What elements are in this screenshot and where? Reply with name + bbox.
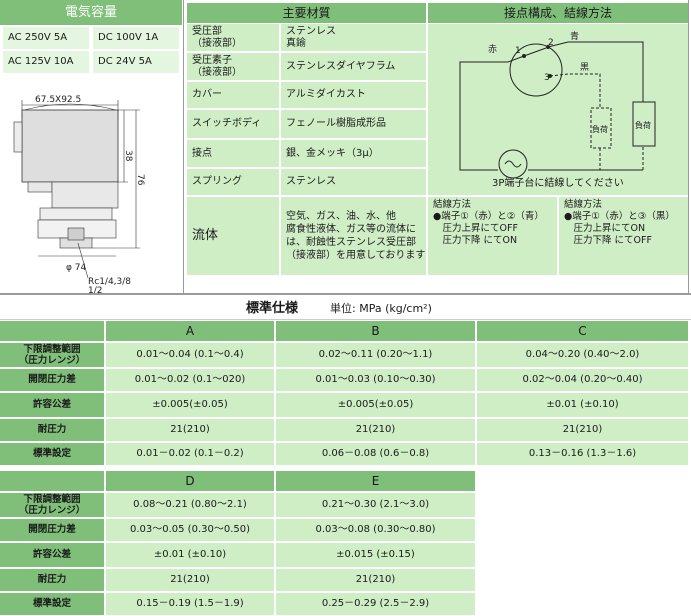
- wiring-diagram: 1 2 3 赤 青 黒 負荷 負荷: [459, 30, 656, 179]
- material-value-4: 銀、金メッキ（3μ）: [281, 140, 426, 167]
- wiring-diagram-panel: [428, 24, 688, 195]
- wiring-header: [428, 3, 688, 23]
- table2-corner: [0, 471, 104, 491]
- table2-cell: 0.03～0.08 (0.30～0.80): [276, 519, 475, 541]
- table1-row-label-0: 下限調整範囲 （圧力レンジ）: [0, 343, 104, 367]
- wire-red-label: 赤: [488, 44, 497, 55]
- electric-capacity-title: 電気容量: [64, 4, 117, 20]
- wire-blue-label: 青: [570, 30, 579, 42]
- spec-title: 標準仕様: [246, 300, 299, 316]
- terminal-1-number: 1: [515, 46, 521, 56]
- table1-cell: 0.13－0.16 (1.3－1.6): [477, 443, 688, 465]
- wiring-method-2: 結線方法 ●端子①（赤）と③（黒） 圧力上昇にてON 圧力下降 にてOFF: [559, 197, 688, 275]
- terminal-3-number: 3: [544, 73, 550, 83]
- table2-cell: 21(210): [276, 569, 475, 591]
- material-value-0: ステンレス 真鍮: [281, 24, 426, 51]
- dimension-phi: φ 74: [66, 263, 87, 273]
- wiring-title: 接点構成、結線方法: [503, 6, 612, 20]
- spec-unit: 単位: MPa (kg/cm²): [330, 301, 432, 315]
- table2-row-label-0: 下限調整範囲 （圧力レンジ）: [0, 493, 104, 517]
- table1-cell: ±0.005(±0.05): [276, 393, 475, 417]
- table2-cell: 0.21～0.30 (2.1～3.0): [276, 493, 475, 517]
- table1-cell: 0.02～0.04 (0.20～0.40): [477, 369, 688, 391]
- load-dashed-label: 負荷: [592, 124, 608, 134]
- wire-black-label: 黒: [580, 62, 589, 73]
- table1-cell: 0.04～0.20 (0.40～2.0): [477, 343, 688, 367]
- table2-cell: ±0.01 (±0.10): [106, 543, 274, 567]
- divider-left: [183, 0, 184, 293]
- material-label-3: スイッチボディ: [187, 110, 279, 138]
- material-label-2: カバー: [187, 82, 279, 108]
- table2-cell: 0.08～0.21 (0.80～2.1): [106, 493, 274, 517]
- table1-cell: 0.01－0.02 (0.1－0.2): [106, 443, 274, 465]
- material-label-4: 接点: [187, 140, 279, 167]
- dimension-76: 76: [135, 174, 145, 186]
- dimension-38: 38: [123, 150, 133, 162]
- table1-row-label-3: 耐圧力: [0, 419, 104, 441]
- materials-header: [187, 3, 426, 23]
- table1-cell: 0.01～0.03 (0.10～0.30): [276, 369, 475, 391]
- dimension-drawing: 67.5X92.5 38 76 φ 74 Rc1/4,3/8: [13, 95, 145, 287]
- spec-title-bar: [0, 297, 691, 320]
- table2-cell: ±0.015 (±0.15): [276, 543, 475, 567]
- table2-cell: 21(210): [106, 569, 274, 591]
- wiring-note: 3P端子台に結線してください: [492, 178, 624, 189]
- table1-cell: 21(210): [477, 419, 688, 441]
- table1-row-label-1: 開閉圧力差: [0, 369, 104, 391]
- load-solid-label: 負荷: [635, 120, 651, 130]
- terminal-2-number: 2: [548, 38, 554, 48]
- table2-cell: 0.03～0.05 (0.30～0.50): [106, 519, 274, 541]
- divider-right: [688, 0, 689, 293]
- table1-header-b: B: [276, 321, 475, 341]
- table2-row-label-2: 許容公差: [0, 543, 104, 567]
- table1-row-label-2: 許容公差: [0, 393, 104, 417]
- table2-cell: 0.15－0.19 (1.5－1.9): [106, 593, 274, 615]
- divider-middle: [0, 293, 691, 295]
- material-value-1: ステンレスダイヤフラム: [281, 53, 426, 80]
- table1-corner: [0, 321, 104, 341]
- fluid-value: 空気、ガス、油、水、他 腐食性液体、ガス等の流体に は、耐蝕性ステンレス受圧部 …: [281, 197, 426, 275]
- table2-row-label-3: 耐圧力: [0, 569, 104, 591]
- thread-label-2: 1/2: [88, 286, 103, 296]
- material-value-5: ステンレス: [281, 169, 426, 195]
- fluid-label: 流体: [187, 197, 279, 275]
- table2-row-label-4: 標準設定: [0, 593, 104, 615]
- table2-cell: 0.25－0.29 (2.5－2.9): [276, 593, 475, 615]
- material-value-3: フェノール樹脂成形品: [281, 110, 426, 138]
- material-label-0: 受圧部 （接液部）: [187, 24, 279, 51]
- material-label-1: 受圧素子 （接液部）: [187, 53, 279, 80]
- electric-cell-dc24: DC 24V 5A: [93, 51, 179, 73]
- table1-cell: ±0.01 (±0.10): [477, 393, 688, 417]
- table1-cell: 0.01～0.02 (0.1～020): [106, 369, 274, 391]
- table1-row-label-4: 標準設定: [0, 443, 104, 465]
- material-label-5: スプリング: [187, 169, 279, 195]
- electric-capacity-header: [0, 0, 182, 25]
- material-value-2: アルミダイカスト: [281, 82, 426, 108]
- dimension-top: 67.5X92.5: [35, 95, 81, 105]
- electric-cell-dc100: DC 100V 1A: [93, 27, 179, 49]
- table1-cell: 21(210): [106, 419, 274, 441]
- table1-cell: 0.02～0.11 (0.20～1.1): [276, 343, 475, 367]
- table2-row-label-1: 開閉圧力差: [0, 519, 104, 541]
- materials-title: 主要材質: [282, 6, 331, 20]
- table1-cell: ±0.005(±0.05): [106, 393, 274, 417]
- table1-cell: 0.01～0.04 (0.1～0.4): [106, 343, 274, 367]
- table1-cell: 21(210): [276, 419, 475, 441]
- wiring-method-1: 結線方法 ●端子①（赤）と②（青） 圧力上昇にてOFF 圧力下降 にてON: [428, 197, 557, 275]
- table2-header-d: D: [106, 471, 274, 491]
- electric-cell-ac250: AC 250V 5A: [3, 27, 89, 49]
- table1-header-c: C: [477, 321, 688, 341]
- electric-cell-ac125: AC 125V 10A: [3, 51, 89, 73]
- table1-cell: 0.06－0.08 (0.6－0.8): [276, 443, 475, 465]
- table1-header-a: A: [106, 321, 274, 341]
- thread-label: Rc1/4,3/8: [88, 277, 131, 287]
- table2-header-e: E: [276, 471, 475, 491]
